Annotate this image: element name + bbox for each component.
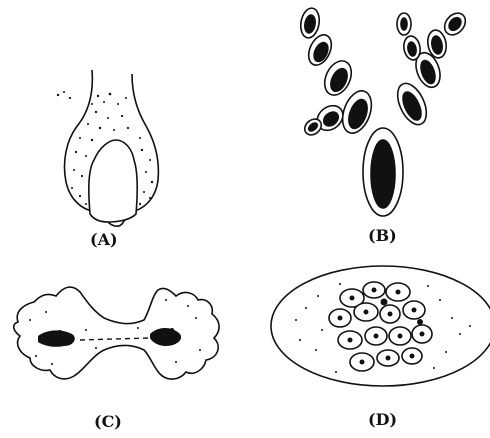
panel-d-label: (D) xyxy=(368,410,397,429)
panel-c-dividing-cell xyxy=(14,287,219,379)
panel-b-cell-chain xyxy=(299,7,470,216)
cell-b-main-nucleus xyxy=(371,140,395,208)
panel-c-label: (C) xyxy=(94,412,122,431)
panel-a-label: (A) xyxy=(90,230,118,249)
panel-a-structure xyxy=(57,70,159,226)
panel-d-ascus xyxy=(271,266,490,386)
panel-b-label: (B) xyxy=(368,226,397,245)
